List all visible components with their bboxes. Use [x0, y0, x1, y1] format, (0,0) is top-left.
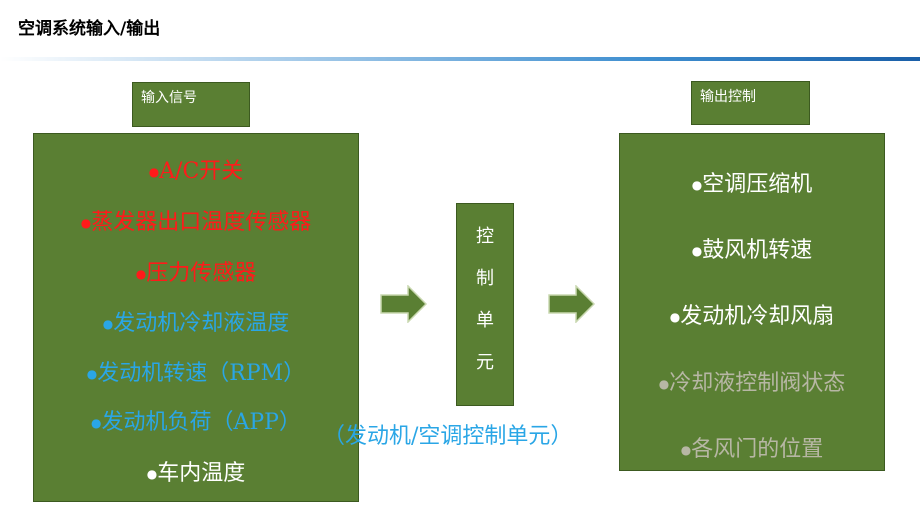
bullet-icon: ●	[691, 178, 703, 192]
input-item-pressure-sensor: ●压力传感器	[34, 255, 358, 287]
input-item-ac-switch: ●A/C开关	[34, 153, 358, 185]
input-item-engine-load: ●发动机负荷（APP）	[34, 404, 358, 436]
input-item-label: 发动机冷却液温度	[113, 311, 290, 336]
input-signal-label: 输入信号	[132, 82, 250, 127]
input-item-coolant-temp: ●发动机冷却液温度	[34, 305, 358, 337]
output-item-coolant-valve: ●冷却液控制阀状态	[620, 365, 884, 397]
output-item-label: 发动机冷却风扇	[680, 304, 835, 329]
output-item-cooling-fan: ●发动机冷却风扇	[620, 298, 884, 330]
output-item-compressor: ●空调压缩机	[620, 166, 884, 198]
input-item-label: 发动机负荷（APP）	[101, 410, 301, 435]
header-divider	[0, 57, 920, 61]
input-item-label: 发动机转速（RPM）	[97, 361, 306, 386]
control-unit-box: 控 制 单 元	[456, 203, 514, 406]
bullet-icon: ●	[86, 367, 98, 381]
control-unit-char: 单	[476, 310, 494, 331]
right-arrow-icon	[548, 285, 596, 323]
bullet-icon: ●	[146, 467, 158, 481]
bullet-icon: ●	[91, 416, 102, 430]
bullet-icon: ●	[80, 216, 92, 230]
output-item-label: 冷却液控制阀状态	[669, 371, 846, 396]
input-signals-box: ●A/C开关 ●蒸发器出口温度传感器 ●压力传感器 ●发动机冷却液温度 ●发动机…	[33, 133, 359, 502]
bullet-icon: ●	[669, 310, 681, 324]
control-unit-char: 控	[476, 226, 494, 247]
output-item-damper-position: ●各风门的位置	[620, 431, 884, 463]
bullet-icon: ●	[135, 267, 147, 281]
control-unit-char: 制	[476, 268, 494, 289]
bullet-icon: ●	[148, 165, 160, 179]
output-control-label: 输出控制	[691, 81, 810, 125]
page-title: 空调系统输入/输出	[18, 19, 161, 39]
input-item-label: 车内温度	[157, 461, 246, 486]
input-item-evaporator-temp-sensor: ●蒸发器出口温度传感器	[34, 204, 358, 236]
input-item-cabin-temp: ●车内温度	[34, 455, 358, 487]
output-controls-box: ●空调压缩机 ●鼓风机转速 ●发动机冷却风扇 ●冷却液控制阀状态 ●各风门的位置	[619, 133, 885, 471]
input-item-label: 蒸发器出口温度传感器	[91, 210, 312, 235]
bullet-icon: ●	[102, 317, 114, 331]
bullet-icon: ●	[658, 377, 670, 391]
control-unit-caption: （发动机/空调控制单元）	[323, 424, 573, 449]
bullet-icon: ●	[691, 244, 703, 258]
control-unit-char: 元	[476, 352, 494, 373]
input-item-label: A/C开关	[159, 159, 244, 184]
output-item-label: 各风门的位置	[691, 437, 824, 462]
bullet-icon: ●	[680, 443, 692, 457]
input-item-engine-rpm: ●发动机转速（RPM）	[34, 355, 358, 387]
output-item-blower-speed: ●鼓风机转速	[620, 232, 884, 264]
right-arrow-icon	[380, 285, 428, 323]
input-item-label: 压力传感器	[146, 261, 257, 286]
output-item-label: 鼓风机转速	[702, 238, 813, 263]
output-item-label: 空调压缩机	[702, 172, 813, 197]
